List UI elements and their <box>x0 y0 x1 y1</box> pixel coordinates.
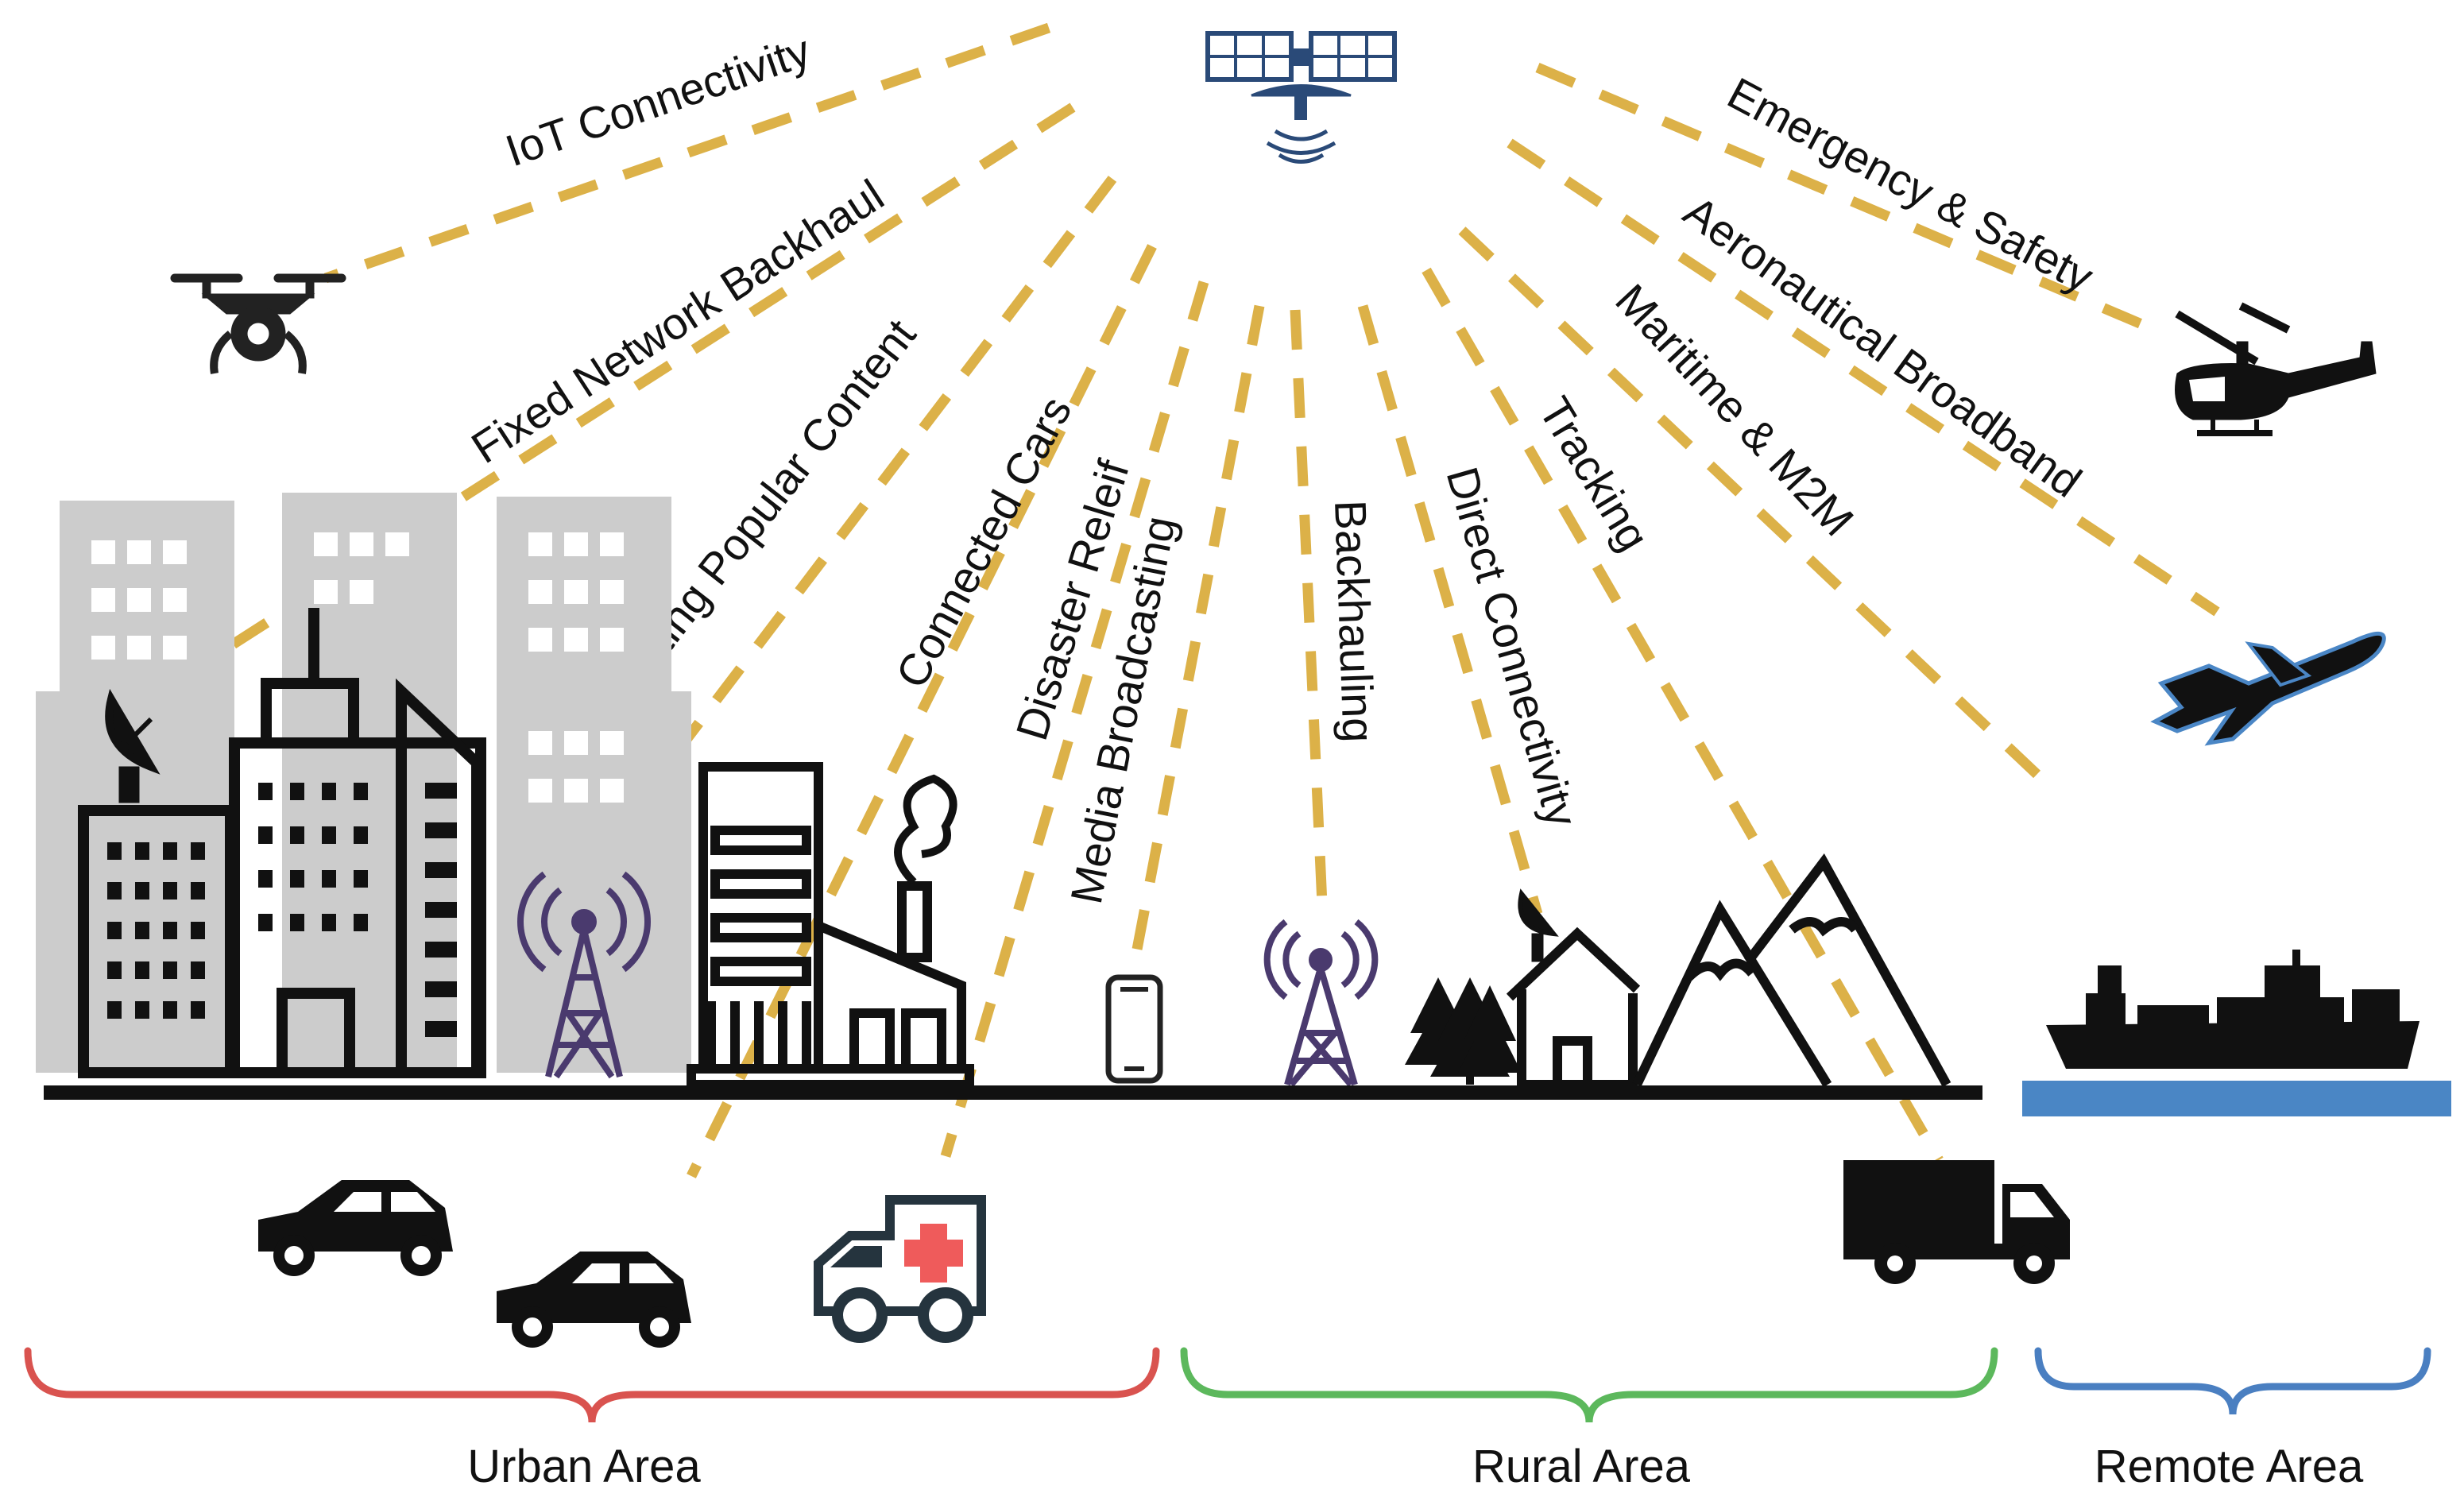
trees-icon <box>1405 977 1522 1085</box>
brace-rural <box>1180 1347 1998 1423</box>
beam-tracking <box>1422 267 1944 1163</box>
label-backhauling: Backhauling <box>1325 499 1384 743</box>
house-icon <box>1506 927 1641 1089</box>
brace-remote <box>2034 1347 2431 1415</box>
car-icon <box>258 1180 453 1276</box>
beam-disaster <box>940 280 1209 1158</box>
ship-icon <box>2046 950 2420 1069</box>
drone-icon <box>170 273 346 374</box>
area-label-remote: Remote Area <box>2095 1441 2364 1492</box>
brace-urban <box>24 1347 1160 1423</box>
mountains-icon <box>1632 853 1951 1088</box>
beam-iot <box>323 22 1051 284</box>
city-buildings-outline <box>78 608 486 1078</box>
beam-emergency <box>1535 63 2148 331</box>
cell-tower-icon <box>517 871 651 1079</box>
area-braces <box>24 1347 2431 1423</box>
car-icon-2 <box>497 1252 691 1348</box>
ambulance-icon <box>814 1195 986 1343</box>
beam-aero <box>1507 138 2220 617</box>
beam-broadcasting <box>567 176 1117 893</box>
cell-tower-icon-rural <box>1263 919 1379 1087</box>
area-label-urban: Urban Area <box>467 1441 701 1492</box>
sea <box>2022 1081 2451 1116</box>
beam-media <box>1131 304 1265 955</box>
helicopter-icon <box>2175 302 2377 436</box>
truck-icon <box>1843 1160 2070 1284</box>
building-windows <box>107 783 457 1037</box>
label-iot: IoT Connectivity <box>499 25 816 176</box>
factory-icon <box>687 762 974 1089</box>
satellite-icon <box>1205 31 1397 164</box>
house-dish-icon <box>1518 888 1559 962</box>
smartphone-icon <box>1105 974 1163 1084</box>
beam-direct <box>1357 304 1543 915</box>
airplane-icon <box>2150 631 2386 746</box>
satellite-dish-icon <box>105 688 161 803</box>
beam-backhauling <box>1290 309 1329 923</box>
beam-connected-cars <box>687 244 1157 1178</box>
area-label-rural: Rural Area <box>1472 1441 1691 1492</box>
